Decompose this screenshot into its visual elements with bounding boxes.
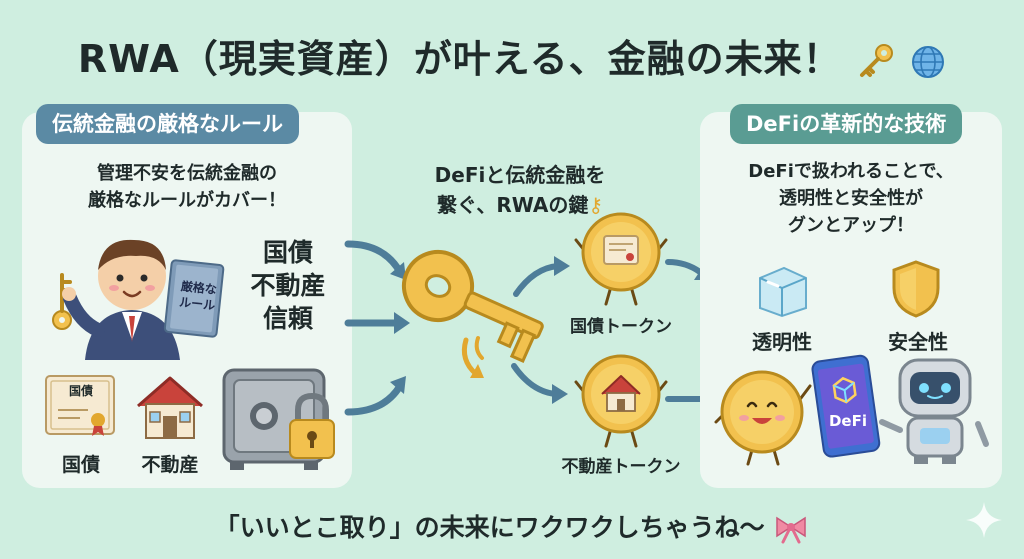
arrow-to-bond-token [513,256,570,297]
arrow-to-key-middle [344,312,410,334]
bridge-caption: DeFiと伝統金融を 繋ぐ、RWAの鍵⚷ [380,130,660,220]
padlock-icon [289,392,335,459]
defi-header: DeFiの革新的な技術 [730,104,963,144]
rulebook-label: 厳格な ルール [178,279,218,313]
real-estate-token-icon [574,354,668,448]
arrow-to-real-estate-token [511,363,568,404]
page-title: RWA（現実資産）が叶える、金融の未来！ [0,28,1024,83]
footer-message: 「いいとこ取り」の未来にワクワクしちゃうね〜 [0,508,1024,544]
phone-defi-label: DeFi [828,412,867,430]
globe-icon [912,45,945,78]
bond-token-label: 国債トークン [570,317,672,337]
businessman-illustration [52,239,225,360]
traditional-finance-header: 伝統金融の厳格なルール [36,104,299,144]
small-key-icon: ⚷ [588,193,604,217]
rwa-key-icon [402,250,544,363]
arrow-to-key-bottom [344,376,406,416]
bridge-caption-text: DeFiと伝統金融を 繋ぐ、RWAの鍵 [434,163,606,217]
traditional-finance-panel: 伝統金融の厳格なルール 管理不安を伝統金融の 厳格なルールがカバー！ 厳格な ル… [22,104,352,488]
shield-icon [892,260,940,318]
defi-panel: DeFiの革新的な技術 DeFiで扱われることで、 透明性と安全性が グンとアッ… [700,104,1002,488]
bond-token-icon [574,212,668,306]
real-estate-label: 不動産 [141,454,199,476]
happy-coin-icon [714,370,812,466]
transparency-label: 透明性 [752,330,812,354]
real-estate-token-label: 不動産トークン [561,457,681,477]
robot-icon [879,358,989,464]
traditional-finance-description: 管理不安を伝統金融の 厳格なルールがカバー！ [88,163,286,211]
safety-label: 安全性 [888,330,948,354]
arrow-to-key-top [344,240,406,280]
key-icon [859,43,893,77]
sparkle-icon [966,502,1002,538]
certificate-icon [45,375,115,436]
certificate-card-text: 国債 [68,384,93,398]
defi-description: DeFiで扱われることで、 透明性と安全性が グンとアップ！ [748,161,954,236]
title-text: RWA（現実資産）が叶える、金融の未来！ [77,37,842,81]
traditional-finance-benefits: 国債 不動産 信頼 [250,238,326,333]
bond-label: 国債 [61,454,100,476]
rotate-arrow-icon [461,336,484,378]
ribbon-icon [776,516,807,544]
footer-text: 「いいとこ取り」の未来にワクワクしちゃうね〜 [214,513,765,542]
smartphone-icon [811,354,881,458]
transparent-cube-icon [759,266,807,318]
house-icon [137,376,203,439]
safe-icon [222,368,335,470]
